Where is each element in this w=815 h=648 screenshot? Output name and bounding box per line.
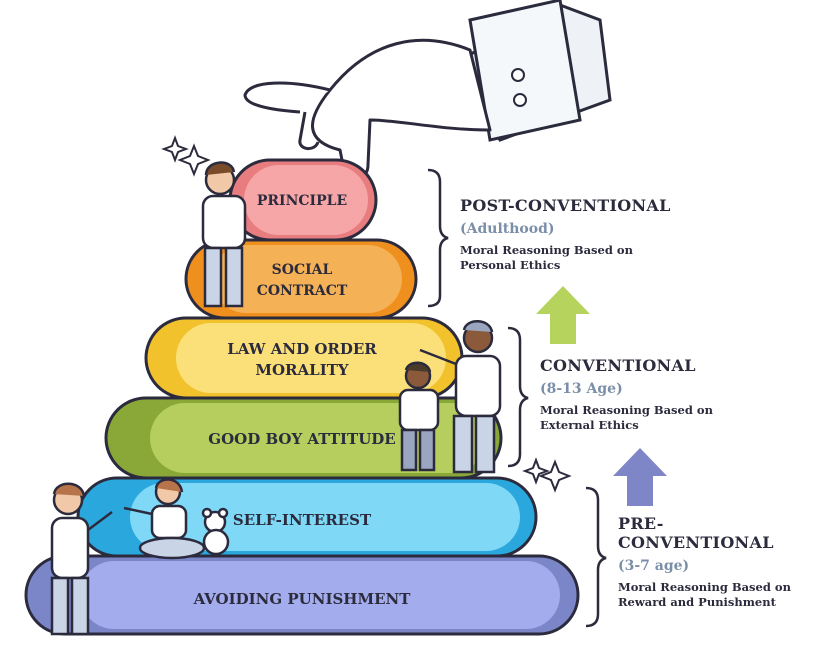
stage-desc-conv-2: External Ethics [540, 418, 639, 432]
bracket-conventional [507, 326, 529, 468]
level-law-and-order: LAW AND ORDER MORALITY [144, 316, 464, 400]
level-social-contract: SOCIAL CONTRACT [184, 238, 418, 320]
stage-desc-post-1: Moral Reasoning Based on [460, 243, 633, 257]
stage-title-conv: CONVENTIONAL [540, 356, 696, 375]
level-avoiding-punishment: AVOIDING PUNISHMENT [24, 554, 580, 636]
stage-age-pre: (3-7 age) [618, 558, 690, 574]
level-label-social-contract-1: SOCIAL [272, 262, 333, 278]
arrow-up-icon-blue [613, 448, 667, 506]
person-thinking-figure [201, 161, 247, 308]
child-figure-middle [398, 361, 440, 472]
stage-pre-conventional: PRE-CONVENTIONAL (3-7 age) Moral Reasoni… [618, 514, 815, 610]
level-label-self-interest: SELF-INTEREST [233, 511, 372, 529]
child-sitting-figure [123, 478, 206, 560]
stage-desc-pre-2: Reward and Punishment [618, 595, 776, 609]
stage-desc-pre-1: Moral Reasoning Based on [618, 580, 791, 594]
stage-desc-conv-1: Moral Reasoning Based on [540, 403, 713, 417]
adult-figure-right [419, 320, 502, 474]
stage-age-post: (Adulthood) [460, 221, 555, 237]
level-good-boy-attitude: GOOD BOY ATTITUDE [104, 396, 503, 480]
level-label-principle: PRINCIPLE [257, 193, 347, 209]
stage-conventional: CONVENTIONAL (8-13 Age) Moral Reasoning … [540, 356, 713, 433]
level-label-law-order-2: MORALITY [255, 361, 349, 379]
stage-age-conv: (8-13 Age) [540, 381, 623, 397]
level-principle: PRINCIPLE [228, 158, 378, 242]
arrow-up-icon-green [536, 286, 590, 344]
stage-title-pre: PRE-CONVENTIONAL [618, 514, 774, 552]
bracket-post-conventional [427, 168, 449, 308]
hand-illustration [243, 0, 612, 182]
level-label-good-boy: GOOD BOY ATTITUDE [208, 430, 395, 448]
stage-title-post: POST-CONVENTIONAL [460, 196, 671, 215]
level-self-interest: SELF-INTEREST [76, 476, 538, 558]
level-label-social-contract-2: CONTRACT [257, 283, 348, 299]
level-label-law-order-1: LAW AND ORDER [227, 340, 377, 358]
stage-post-conventional: POST-CONVENTIONAL (Adulthood) Moral Reas… [460, 196, 671, 273]
stage-desc-post-2: Personal Ethics [460, 258, 561, 272]
bracket-pre-conventional [585, 486, 607, 628]
level-label-avoiding-punishment: AVOIDING PUNISHMENT [193, 590, 412, 608]
teddy-bear-icon [201, 507, 230, 556]
adult-figure-left [50, 482, 113, 636]
